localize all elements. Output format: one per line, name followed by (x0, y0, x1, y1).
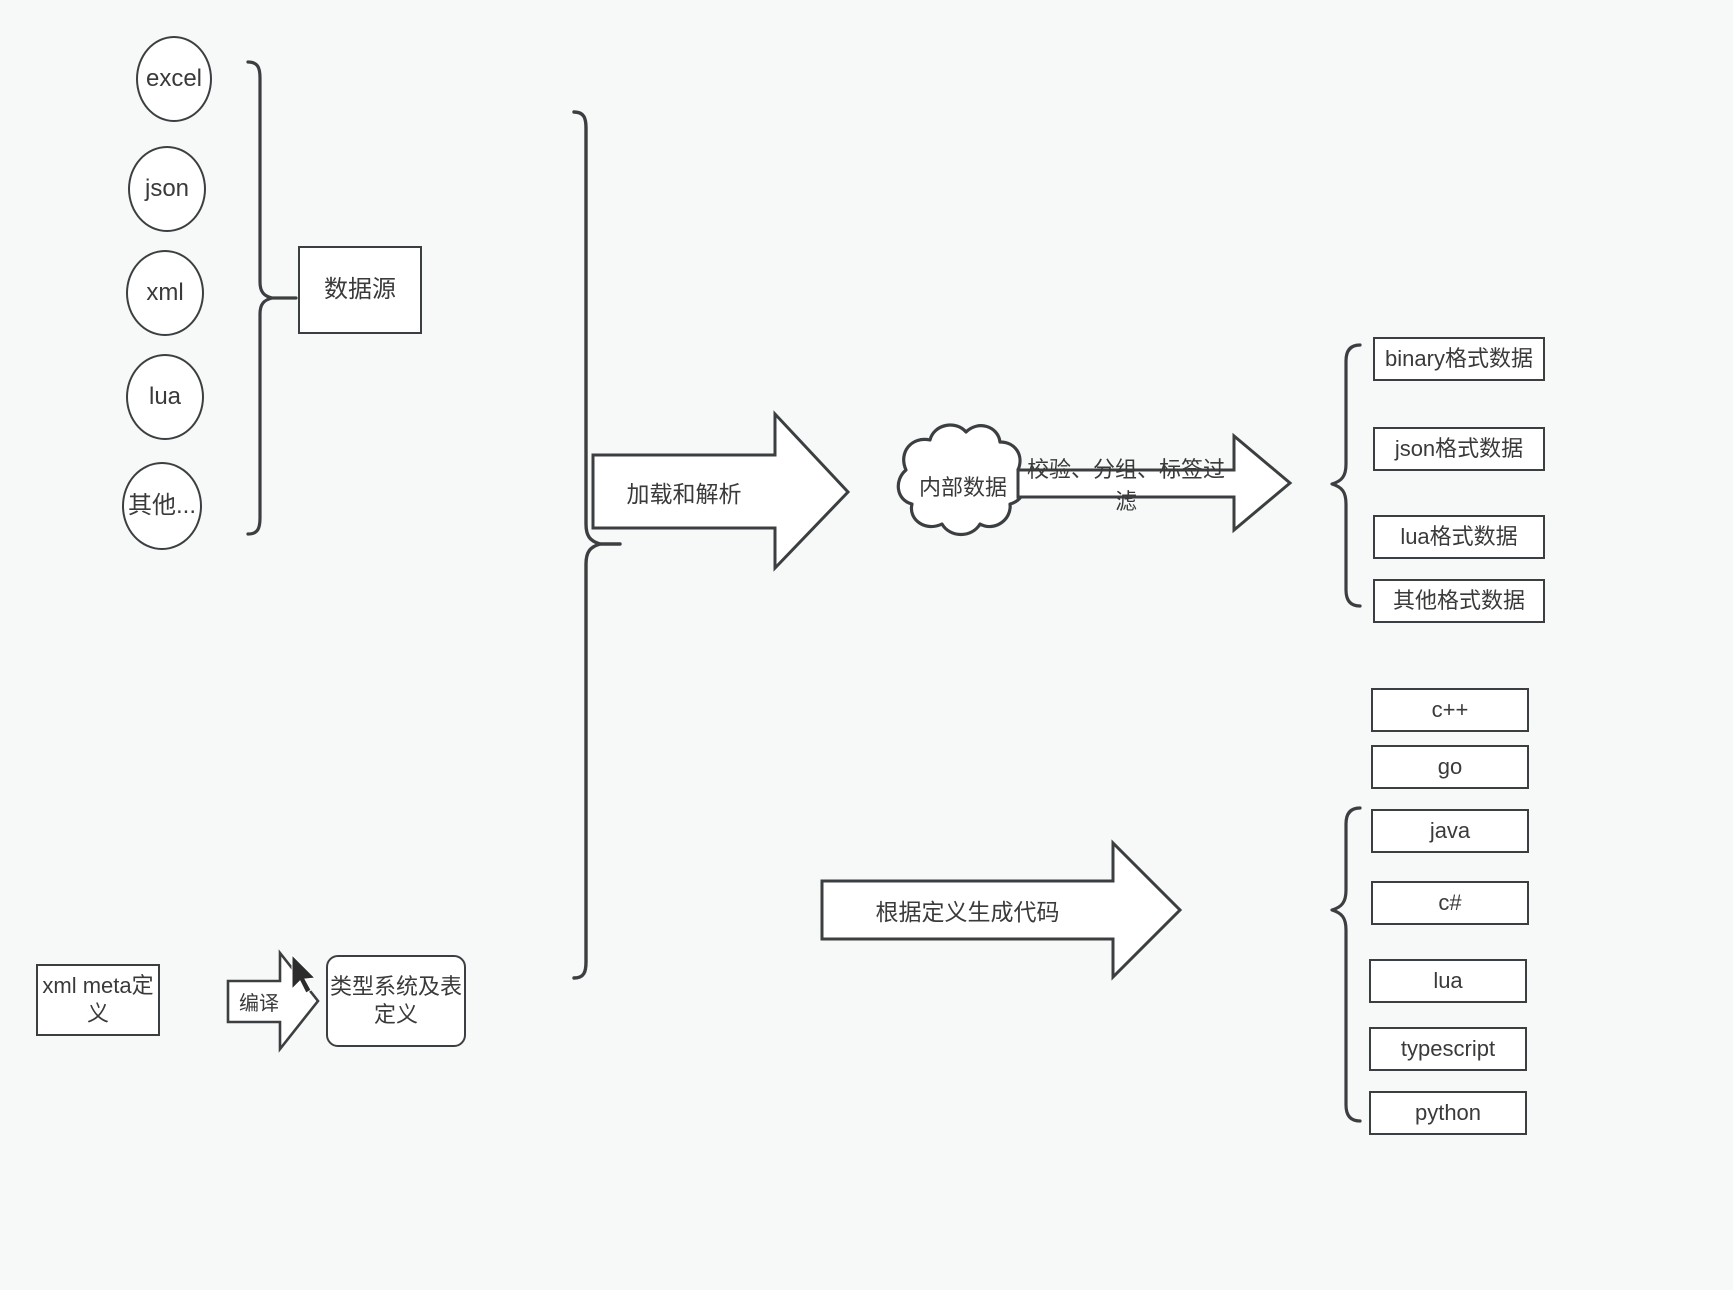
data-output-json[interactable]: json格式数据 (1373, 427, 1545, 471)
data-output-lua[interactable]: lua格式数据 (1373, 515, 1545, 559)
code-output-label: lua (1433, 967, 1463, 993)
data-output-label: json格式数据 (1394, 435, 1524, 461)
data-output-other[interactable]: 其他格式数据 (1373, 579, 1545, 623)
source-label: excel (145, 64, 203, 92)
code-output-label: python (1414, 1099, 1482, 1125)
code-output-typescript[interactable]: typescript (1369, 1027, 1527, 1071)
code-output-cpp[interactable]: c++ (1371, 688, 1529, 732)
code-output-label: go (1437, 753, 1463, 779)
code-output-java[interactable]: java (1371, 809, 1529, 853)
source-node-other[interactable]: 其他... (122, 462, 202, 550)
source-node-lua[interactable]: lua (126, 354, 204, 440)
internal-data-cloud-icon (896, 423, 1027, 537)
mouse-cursor-icon (291, 953, 317, 994)
data-outputs-brace-icon (1330, 343, 1362, 608)
load-parse-arrow-icon (591, 410, 851, 572)
type-system-definition-box[interactable]: 类型系统及表 定义 (326, 955, 466, 1047)
source-label: xml (146, 278, 184, 306)
source-node-xml[interactable]: xml (126, 250, 204, 336)
code-output-label: c++ (1431, 696, 1469, 722)
data-output-label: binary格式数据 (1385, 345, 1533, 371)
xml-meta-definition-box[interactable]: xml meta定义 (36, 964, 160, 1036)
code-output-csharp[interactable]: c# (1371, 881, 1529, 925)
sources-brace-icon (246, 60, 274, 536)
source-label: json (144, 174, 190, 202)
source-label: 其他... (127, 491, 196, 519)
data-output-binary[interactable]: binary格式数据 (1373, 337, 1545, 381)
source-node-json[interactable]: json (128, 146, 206, 232)
source-label: lua (148, 382, 182, 410)
data-source-group-label: 数据源 (324, 275, 396, 303)
type-system-definition-label-line2: 定义 (373, 1002, 418, 1027)
data-output-label: 其他格式数据 (1392, 587, 1525, 613)
data-source-group-box[interactable]: 数据源 (298, 246, 422, 334)
data-output-label: lua格式数据 (1400, 523, 1518, 549)
code-output-label: c# (1438, 889, 1462, 915)
source-node-excel[interactable]: excel (136, 36, 212, 122)
code-output-lua[interactable]: lua (1369, 959, 1527, 1003)
codegen-arrow-icon (820, 839, 1183, 981)
code-output-go[interactable]: go (1371, 745, 1529, 789)
code-output-python[interactable]: python (1369, 1091, 1527, 1135)
code-output-label: java (1429, 817, 1471, 843)
inputs-brace-icon (572, 110, 602, 980)
code-output-label: typescript (1400, 1035, 1496, 1061)
filter-arrow-icon (1016, 432, 1293, 534)
code-outputs-brace-icon (1330, 806, 1362, 1123)
type-system-definition-label-line1: 类型系统及表 (329, 973, 462, 999)
xml-meta-definition-label: xml meta定义 (42, 972, 154, 1026)
